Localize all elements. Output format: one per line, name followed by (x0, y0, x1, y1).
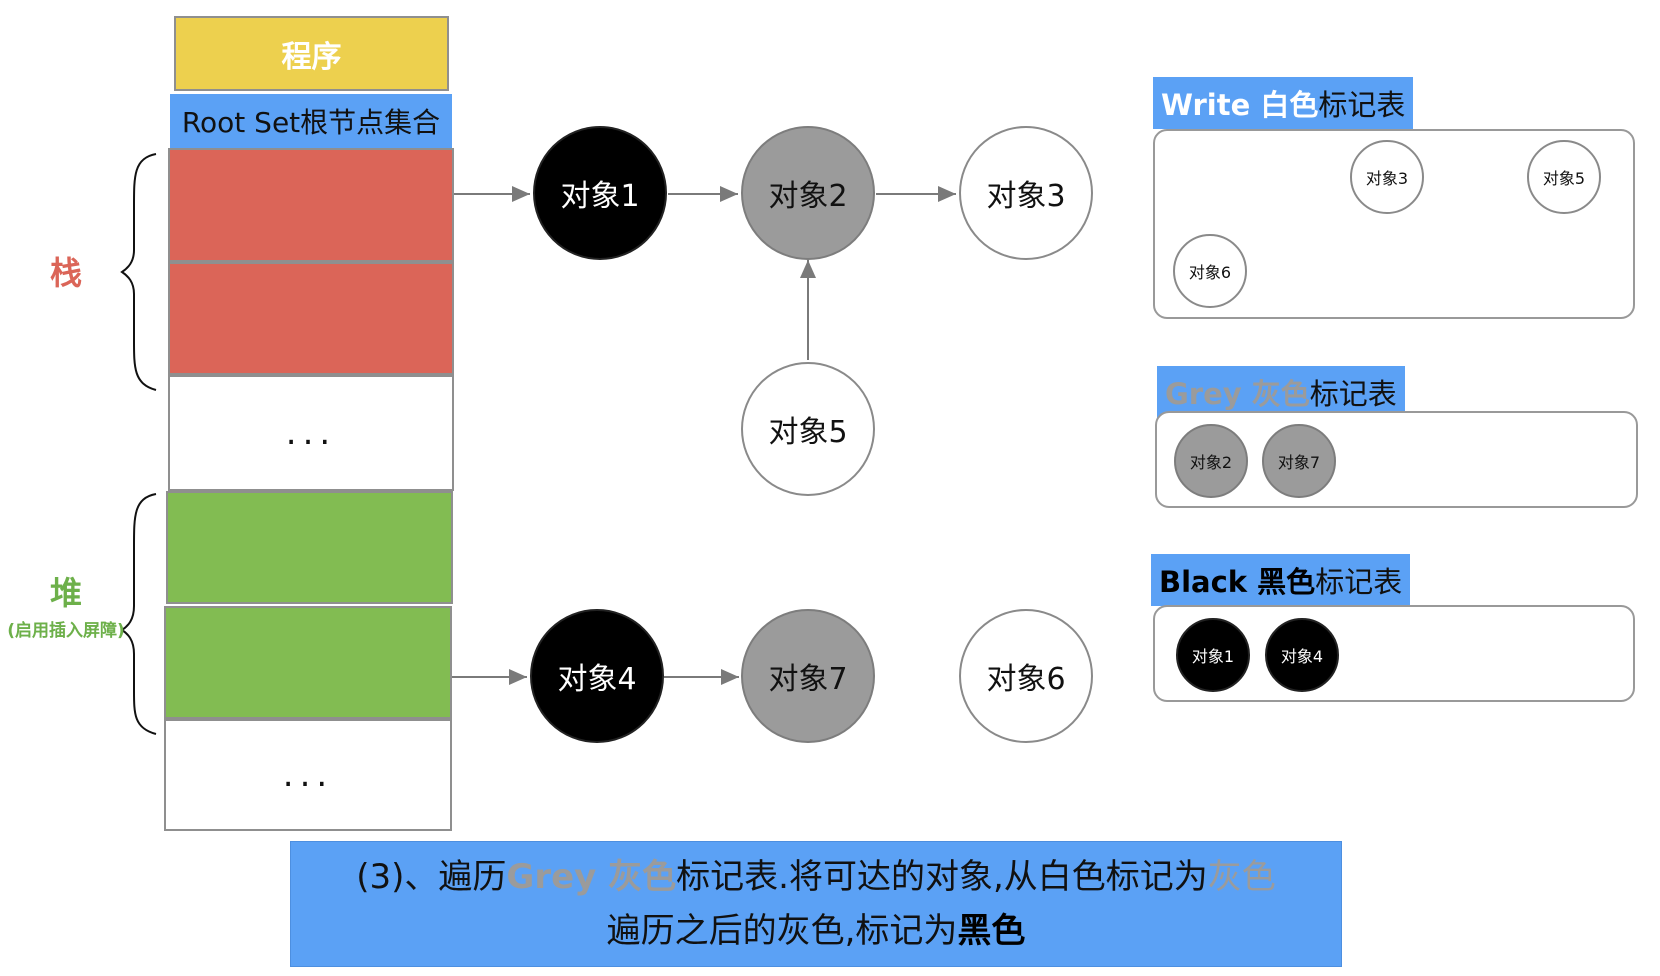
stack-label: 栈 (49, 254, 82, 292)
root-set-label: Root Set根节点集合 (181, 106, 441, 139)
white-table-title-bold: Write 白色 (1161, 88, 1319, 122)
grey-item-obj7: 对象7 (1262, 424, 1336, 498)
grey-table-title-rest: 标记表 (1309, 377, 1397, 411)
caption-part-3: 标记表.将可达的对象,从白色标记为 (676, 857, 1208, 897)
white-table-title: Write 白色标记表 (1153, 77, 1414, 129)
node-obj3: 对象3 (959, 126, 1093, 260)
root-set-header: Root Set根节点集合 (170, 94, 452, 148)
program-label: 程序 (281, 39, 342, 75)
black-table-title-bold: Black 黑色 (1159, 565, 1316, 599)
node-obj1: 对象1 (533, 126, 667, 260)
grey-item-obj2: 对象2 (1174, 424, 1248, 498)
node-obj4: 对象4 (530, 609, 664, 743)
black-item-obj1: 对象1 (1176, 618, 1250, 692)
stack-brace (120, 153, 157, 391)
grey-table-title-bold: Grey 灰色 (1165, 377, 1310, 411)
stack-cell-2 (168, 262, 454, 375)
heap-label: 堆 (49, 574, 82, 612)
white-item-obj3: 对象3 (1350, 140, 1424, 214)
black-table-title: Black 黑色标记表 (1151, 554, 1411, 606)
white-item-obj6: 对象6 (1173, 234, 1247, 308)
caption-part-2: Grey 灰色 (506, 857, 677, 897)
node-obj7: 对象7 (741, 609, 875, 743)
heap-cell-1 (166, 491, 453, 604)
node-obj5: 对象5 (741, 362, 875, 496)
stack-cell-1 (168, 148, 454, 262)
heap-cell-ellipsis: ... (164, 719, 452, 831)
heap-note: (启用插入屏障) (7, 621, 125, 641)
caption-part-1: (3)、遍历 (356, 857, 507, 897)
caption-box: (3)、遍历Grey 灰色标记表.将可达的对象,从白色标记为灰色 遍历之后的灰色… (290, 841, 1342, 967)
caption-part-5: 遍历之后的灰色,标记为 (606, 911, 958, 951)
caption-part-4: 灰色 (1207, 857, 1276, 897)
white-table-title-rest: 标记表 (1318, 88, 1406, 122)
black-table-title-rest: 标记表 (1315, 565, 1403, 599)
white-item-obj5: 对象5 (1527, 140, 1601, 214)
program-box: 程序 (174, 16, 449, 91)
heap-cell-2 (164, 606, 452, 719)
caption-part-6: 黑色 (957, 911, 1026, 951)
black-item-obj4: 对象4 (1265, 618, 1339, 692)
caption-line-2: 遍历之后的灰色,标记为黑色 (291, 904, 1341, 958)
node-obj6: 对象6 (959, 609, 1093, 743)
heap-brace (120, 493, 157, 735)
caption-line-1: (3)、遍历Grey 灰色标记表.将可达的对象,从白色标记为灰色 (291, 850, 1341, 904)
node-obj2: 对象2 (741, 126, 875, 260)
grey-table-title: Grey 灰色标记表 (1157, 366, 1405, 418)
stack-cell-ellipsis: ... (168, 375, 454, 491)
